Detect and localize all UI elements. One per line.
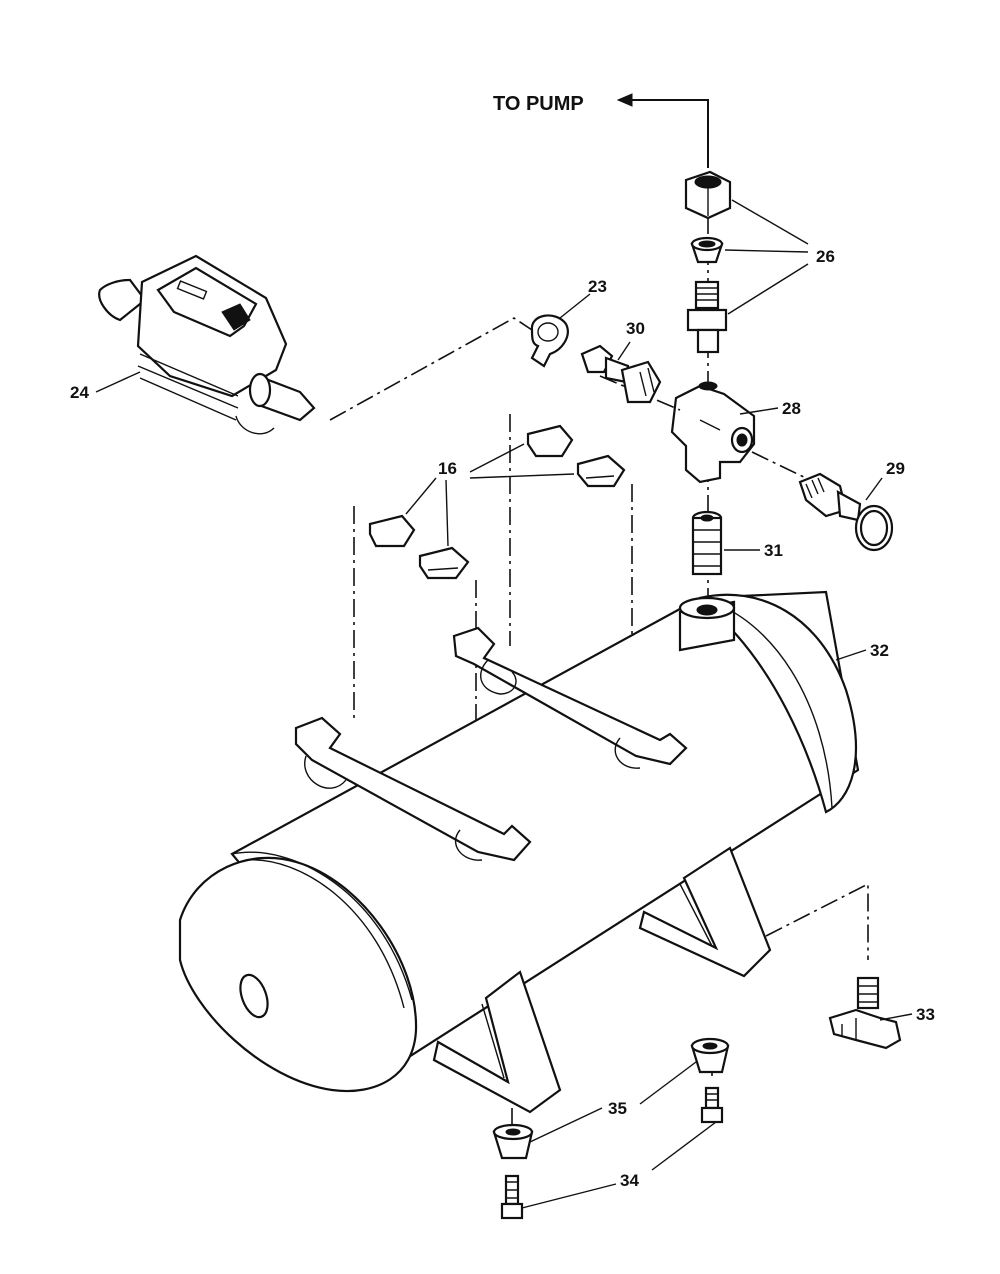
leader-16a xyxy=(469,443,575,479)
leader-32 xyxy=(835,649,867,661)
leader-28 xyxy=(739,407,779,415)
callout-35: 35 xyxy=(608,1099,627,1118)
callout-33: 33 xyxy=(916,1005,935,1024)
rubber-foot-rear xyxy=(690,1037,730,1074)
pressure-switch xyxy=(98,254,316,435)
leader-24 xyxy=(95,371,141,393)
nipple-fitting xyxy=(686,280,728,354)
mounting-bracket-front xyxy=(294,716,532,862)
cross-fitting xyxy=(670,381,756,484)
hose-centerline xyxy=(329,317,533,421)
to-pump-label: TO PUMP xyxy=(493,93,584,115)
leader-26b xyxy=(724,249,809,253)
leader-30 xyxy=(617,341,631,361)
leader-33 xyxy=(879,1013,913,1021)
callout-28: 28 xyxy=(782,399,801,418)
screw-rear xyxy=(700,1086,724,1124)
rubber-pad-3 xyxy=(368,514,416,548)
rubber-pad-1 xyxy=(526,424,574,458)
callout-16: 16 xyxy=(438,459,457,478)
callout-26: 26 xyxy=(816,247,835,266)
tank-nipple xyxy=(691,510,723,576)
hex-nut xyxy=(684,170,732,220)
callout-24: 24 xyxy=(70,383,89,402)
valve-centerline xyxy=(751,451,811,481)
leader-29 xyxy=(865,477,883,501)
rubber-pad-4 xyxy=(418,546,470,580)
check-valve xyxy=(580,344,662,404)
leader-23 xyxy=(559,293,591,319)
drain-valve xyxy=(828,976,902,1050)
callout-34: 34 xyxy=(620,1171,639,1190)
safety-valve xyxy=(798,472,894,552)
leader-34 xyxy=(521,1121,717,1209)
tank-leg-rear xyxy=(638,846,772,978)
leader-35 xyxy=(529,1061,697,1143)
screw-front xyxy=(500,1174,524,1220)
to-pump-arrow xyxy=(616,93,709,168)
drain-centerline xyxy=(765,882,869,960)
callout-32: 32 xyxy=(870,641,889,660)
hose-clamp xyxy=(530,314,569,368)
callout-29: 29 xyxy=(886,459,905,478)
rubber-pad-2 xyxy=(576,454,626,488)
ferrule xyxy=(690,236,724,264)
leader-16b xyxy=(405,477,449,547)
leader-26a xyxy=(731,199,809,245)
callout-30: 30 xyxy=(626,319,645,338)
tank-leg-front xyxy=(432,970,562,1114)
callout-23: 23 xyxy=(588,277,607,296)
callout-31: 31 xyxy=(764,541,783,560)
leader-26c xyxy=(727,263,809,315)
air-tank xyxy=(178,590,860,1093)
rubber-foot-front xyxy=(492,1123,534,1160)
mounting-bracket-rear xyxy=(452,626,688,769)
